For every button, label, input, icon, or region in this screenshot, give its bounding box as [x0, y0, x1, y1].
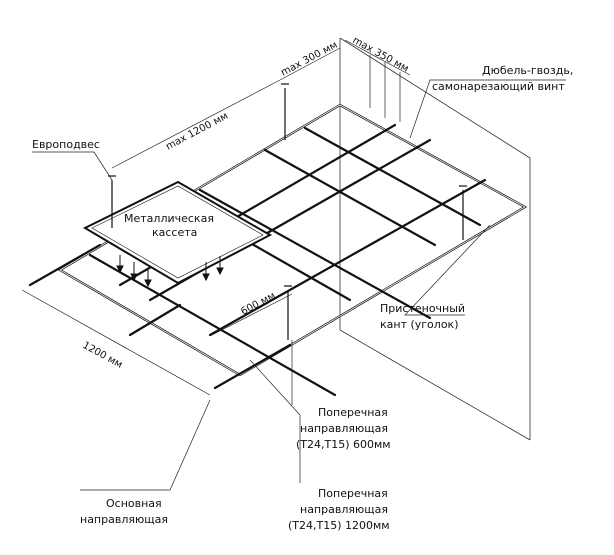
label-cross600-1: Поперечная: [318, 406, 388, 419]
label-main-2: направляющая: [80, 513, 168, 526]
label-cross1200-1: Поперечная: [318, 487, 388, 500]
label-europodves: Европодвес: [32, 138, 100, 151]
wall-outline: [339, 37, 531, 441]
label-cross600-2: направляющая: [300, 422, 388, 435]
dim-max350: max 350 мм: [351, 35, 411, 75]
label-cross600-3: (T24,T15) 600мм: [296, 438, 391, 451]
dim-max300: max 300 мм: [279, 40, 339, 79]
leader-lines: [32, 79, 566, 491]
label-dowel-1: Дюбель-гвоздь,: [482, 64, 573, 77]
dim-max1200: max 1200 мм: [164, 111, 230, 153]
label-main-1: Основная: [106, 497, 162, 510]
dim-1200: 1200 мм: [81, 340, 125, 371]
label-wall-angle-2: кант (уголок): [380, 318, 459, 331]
metal-cassette: [82, 180, 273, 288]
label-wall-angle-1: Пристеночный: [380, 302, 465, 315]
hangers: [108, 83, 467, 340]
label-cassette-2: кассета: [152, 226, 197, 239]
label-cassette-1: Металлическая: [124, 212, 214, 225]
install-arrows: [116, 255, 224, 288]
label-cross1200-2: направляющая: [300, 503, 388, 516]
label-cross1200-3: (T24,T15) 1200мм: [288, 519, 390, 532]
dimension-lines: [21, 39, 411, 396]
label-dowel-2: самонарезающий винт: [432, 80, 565, 93]
